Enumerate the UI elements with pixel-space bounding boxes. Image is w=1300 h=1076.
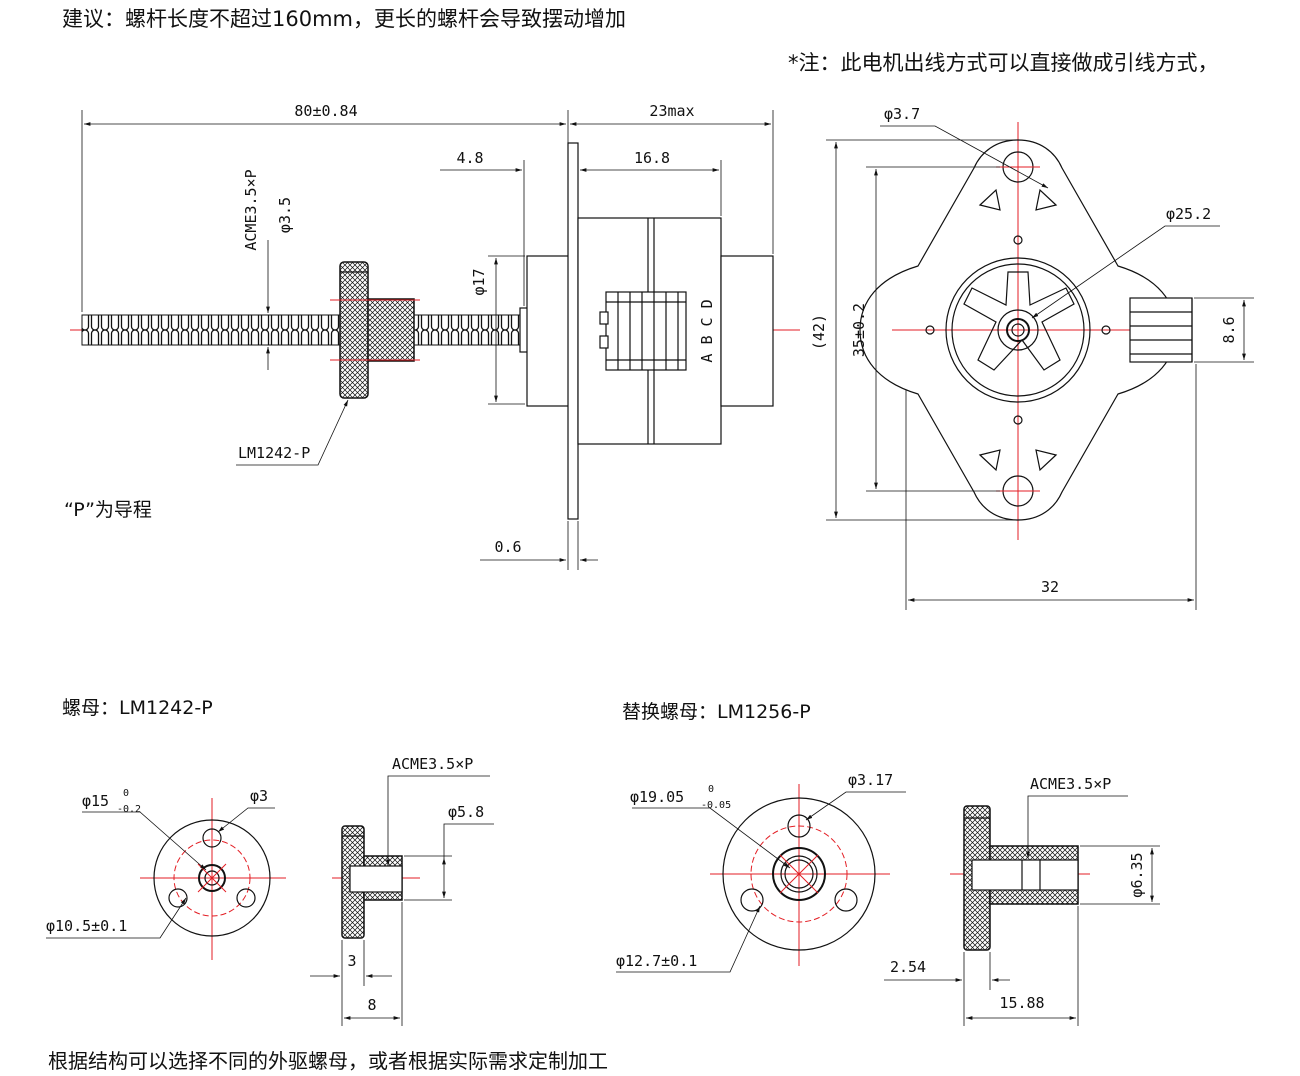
connector xyxy=(599,291,687,371)
lead-note: “P”为导程 xyxy=(64,499,152,521)
nut-replacement-front: φ19.05 0 -0.05 φ3.17 φ12.7±0.1 xyxy=(616,771,906,973)
connector-pin-labels: A B C D xyxy=(698,299,716,362)
nut-replacement-side: ACME3.5×P φ6.35 2.54 15.88 xyxy=(884,775,1160,1026)
dim-thread-side: ACME3.5×P xyxy=(242,169,260,250)
nut-rep-pcd: φ12.7±0.1 xyxy=(616,952,697,970)
rear-cap xyxy=(526,255,571,407)
nut-on-screw xyxy=(330,261,420,399)
dim-max-depth: 23max xyxy=(649,102,694,120)
body-circle xyxy=(945,257,1091,403)
nut-rep-length: 15.88 xyxy=(999,994,1044,1012)
nut-standard-front: φ15 0 -0.2 φ3 φ10.5±0.1 xyxy=(46,787,286,960)
nut-std-hole-dia: φ3 xyxy=(250,787,268,805)
dim-flange-thickness: 0.6 xyxy=(494,538,521,556)
nut-std-flange-dia: φ15 xyxy=(82,792,109,810)
nut-rep-boss-dia: φ6.35 xyxy=(1128,852,1146,897)
dim-total-length: 80±0.84 xyxy=(294,102,357,120)
rotor-star xyxy=(963,271,1075,371)
lead-screw xyxy=(81,314,523,346)
nut-rep-hole-dia: φ3.17 xyxy=(848,771,893,789)
motor-front-view: φ3.7 φ25.2 8.6 (42) 35±0.2 32 xyxy=(810,105,1254,610)
nut-rep-thread: ACME3.5×P xyxy=(1030,775,1111,793)
dim-hole-spacing: 35±0.2 xyxy=(850,303,868,357)
dim-body-dia: φ17 xyxy=(470,268,488,295)
nut-standard-title: 螺母：LM1242-P xyxy=(62,697,213,719)
nut-std-tol-upper: 0 xyxy=(123,788,129,799)
flange-outline xyxy=(859,139,1177,521)
nut-standard-side: ACME3.5×P φ5.8 3 8 xyxy=(310,755,494,1026)
nut-rep-flange-width: 2.54 xyxy=(890,958,926,976)
dim-body-length: 16.8 xyxy=(634,149,670,167)
nut-label-side: LM1242-P xyxy=(238,444,310,462)
dim-width: 32 xyxy=(1041,578,1059,596)
dim-overall-height: (42) xyxy=(810,314,828,350)
nut-std-boss-dia: φ5.8 xyxy=(448,803,484,821)
nut-std-tol-lower: -0.2 xyxy=(117,804,141,815)
motor-side-view: A B C D 80±0.84 23max 4.8 16.8 ACME3.5×P… xyxy=(70,102,800,570)
connector-front xyxy=(1129,297,1193,363)
nut-replacement-title: 替换螺母：LM1256-P xyxy=(622,701,811,723)
nut-rep-tol-lower: -0.05 xyxy=(701,800,731,811)
mounting-flange xyxy=(567,142,579,520)
dim-connector-width: 8.6 xyxy=(1220,316,1238,343)
nut-std-flange-width: 3 xyxy=(347,952,356,970)
nut-rep-tol-upper: 0 xyxy=(708,784,714,795)
dim-shaft-dia: φ3.5 xyxy=(276,197,294,233)
nut-std-pcd: φ10.5±0.1 xyxy=(46,917,127,935)
dim-flange-offset: 4.8 xyxy=(456,149,483,167)
front-cap xyxy=(720,255,774,407)
dim-hole-dia: φ3.7 xyxy=(884,105,920,123)
dim-body-dia-front: φ25.2 xyxy=(1166,205,1211,223)
custom-note: 根据结构可以选择不同的外驱螺母，或者根据实际需求定制加工 xyxy=(48,1049,608,1073)
nut-rep-flange-dia: φ19.05 xyxy=(630,788,684,806)
wiring-note: *注：此电机出线方式可以直接做成引线方式， xyxy=(788,51,1219,75)
suggestion-note: 建议：螺杆长度不超过160mm，更长的螺杆会导致摆动增加 xyxy=(62,7,626,31)
nut-std-thread: ACME3.5×P xyxy=(392,755,473,773)
nut-std-length: 8 xyxy=(367,996,376,1014)
